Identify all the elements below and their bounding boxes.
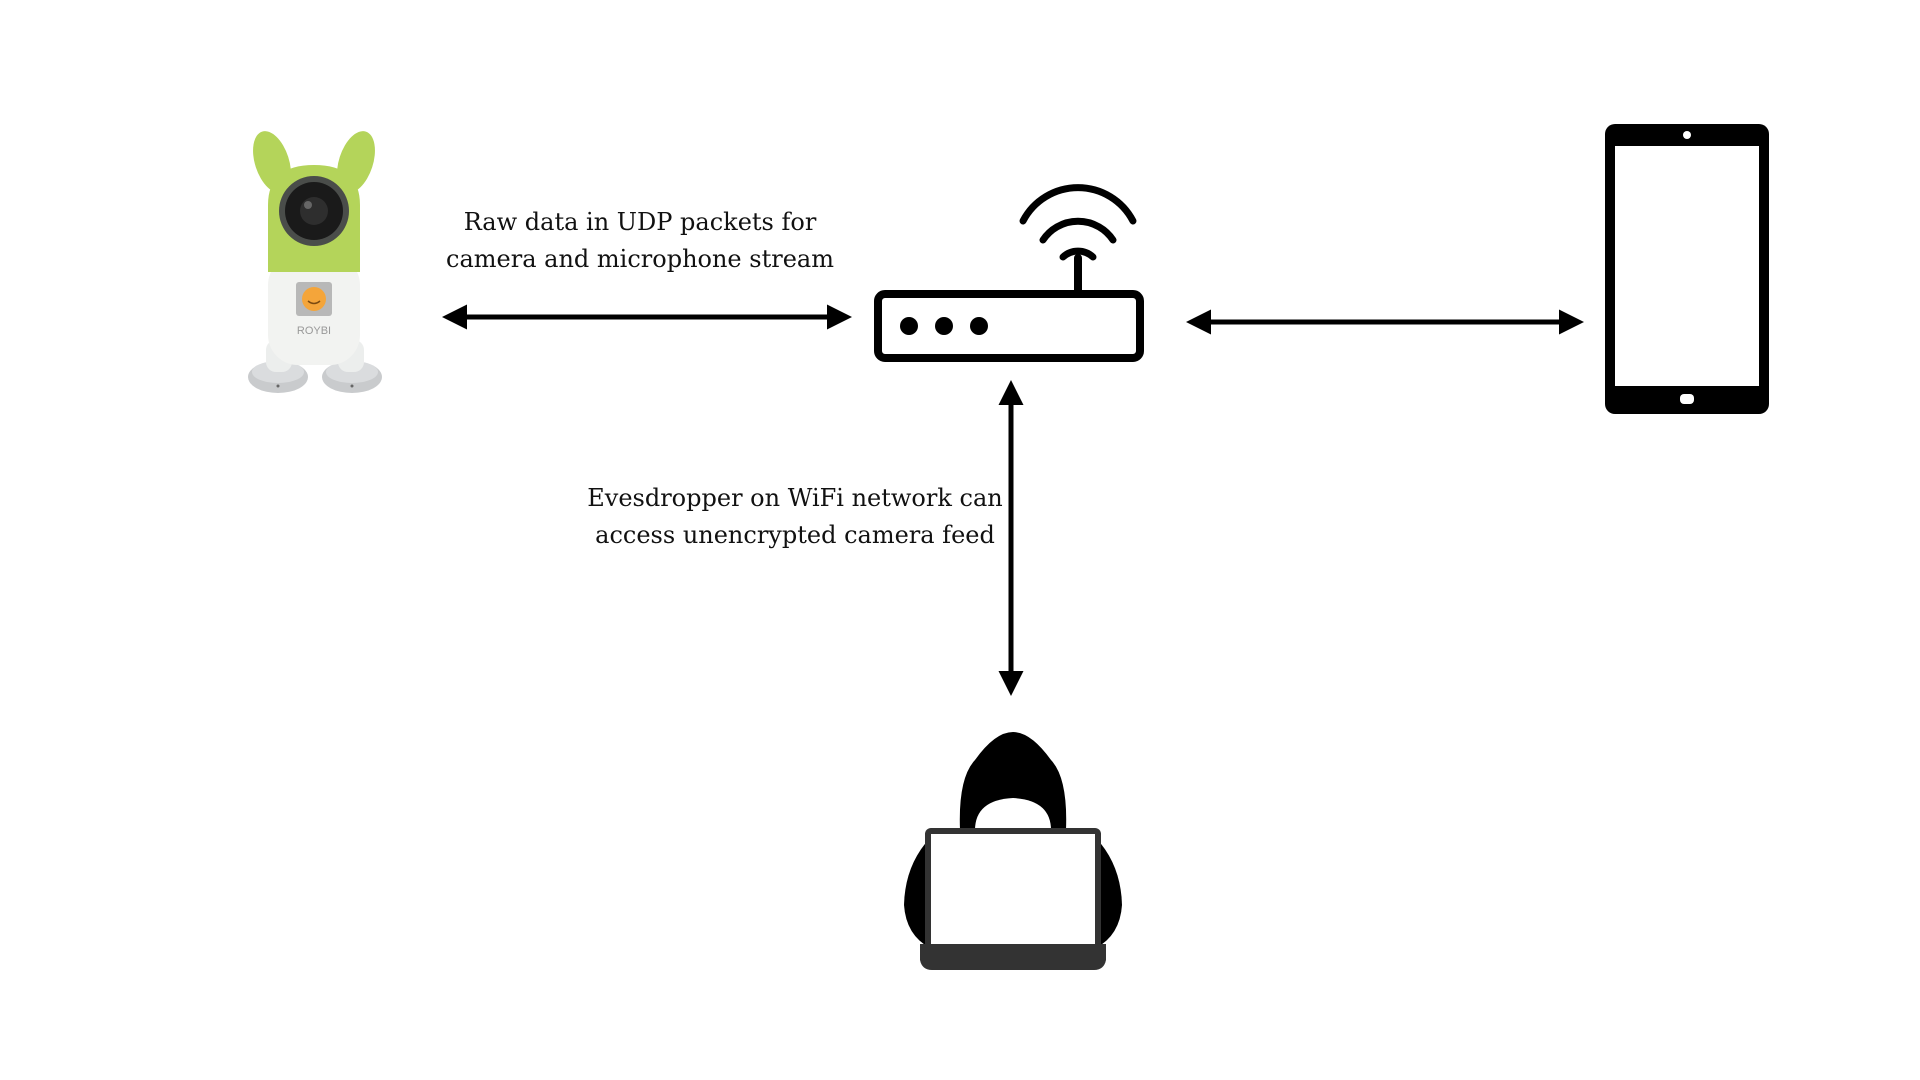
- eavesdropper-label-line1: Evesdropper on WiFi network can: [587, 484, 1003, 512]
- eavesdropper-label: Evesdropper on WiFi network can access u…: [520, 480, 1070, 554]
- wifi-router-icon: [874, 184, 1144, 362]
- tablet-icon: [1605, 124, 1769, 414]
- roybi-robot-icon: ROYBI: [248, 131, 382, 393]
- eavesdropper-label-line2: access unencrypted camera feed: [595, 521, 995, 549]
- robot-brand-text: ROYBI: [297, 325, 331, 337]
- udp-stream-label: Raw data in UDP packets for camera and m…: [380, 204, 900, 278]
- udp-stream-label-line2: camera and microphone stream: [446, 245, 834, 273]
- udp-stream-label-line1: Raw data in UDP packets for: [463, 208, 817, 236]
- hacker-laptop-icon: [904, 732, 1122, 970]
